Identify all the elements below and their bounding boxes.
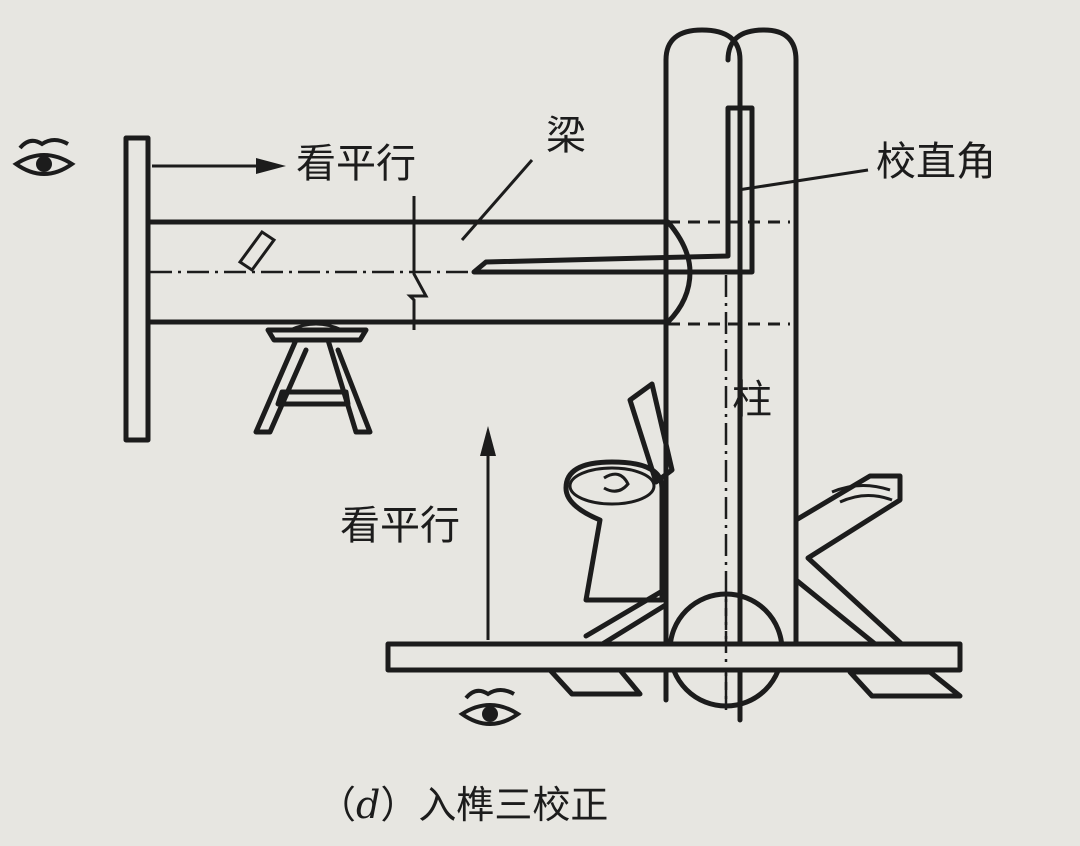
stand-bottom-right-block: [847, 669, 963, 699]
stand-wedge: [627, 381, 675, 485]
bottom-arrow-head: [480, 426, 496, 456]
caption-prefix: （: [318, 783, 357, 827]
label-look-parallel-top: 看平行: [296, 141, 416, 187]
square-leader-line: [737, 168, 869, 192]
label-column: 柱: [732, 377, 772, 423]
bottom-sighting-board: [385, 641, 963, 673]
label-square-check: 校直角: [876, 139, 996, 185]
trestle-legs: [253, 337, 373, 435]
figure-caption: （d）入榫三校正: [318, 786, 608, 824]
stand-log-end: [568, 466, 656, 506]
beam-break-line: [406, 196, 429, 330]
stand-bottom-left-block: [547, 667, 643, 697]
top-arrow-head: [256, 158, 286, 174]
stand-left-leg: [583, 587, 667, 651]
column-right-post: [725, 27, 799, 653]
square-tool: [471, 105, 755, 275]
stand-right-grain: [831, 484, 893, 504]
trestle-cap: [289, 322, 343, 332]
left-sighting-board: [123, 135, 151, 443]
stand-log-left: [563, 459, 665, 603]
trestle-top: [265, 327, 369, 343]
caption-letter: d: [356, 783, 381, 827]
label-look-parallel-bottom: 看平行: [340, 503, 460, 549]
caption-text: ）入榫三校正: [380, 783, 609, 827]
stand-log-ring: [603, 472, 630, 493]
stand-right-leg: [793, 473, 909, 651]
label-beam: 梁: [546, 113, 586, 159]
column-left-post: [663, 27, 743, 723]
beam-leader-line: [460, 159, 534, 241]
beam-peg-mark: [237, 229, 277, 273]
